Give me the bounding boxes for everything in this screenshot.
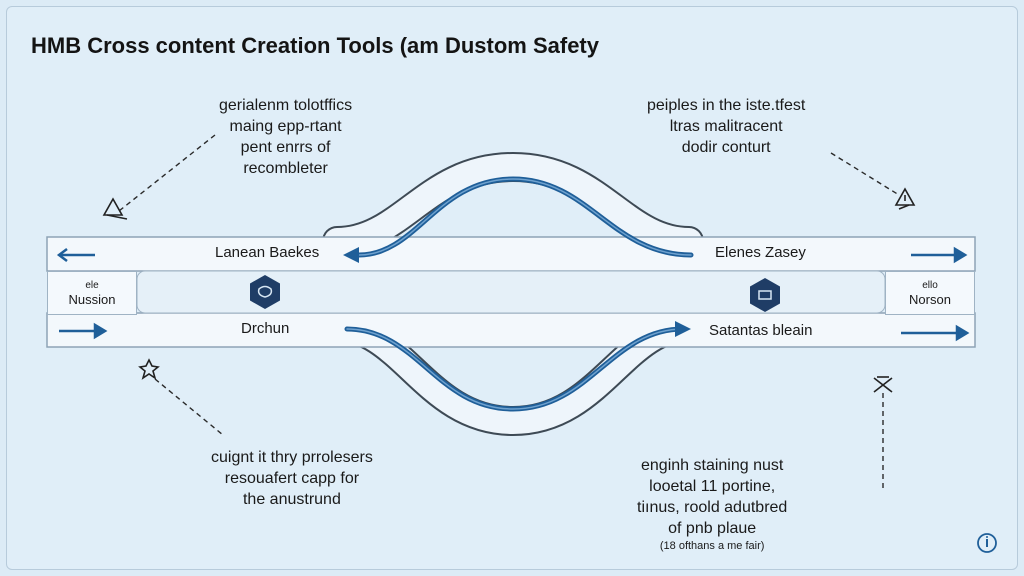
note-line: ltras malitracent: [669, 118, 783, 135]
note-line: tiınus, roold adutbred: [637, 499, 788, 516]
side-box-small-label: ele: [85, 279, 99, 291]
arrowhead-bottom-right: [675, 321, 691, 337]
note-line: maing epp-rtant: [229, 118, 342, 135]
lane-arrow-bottom-left: [59, 322, 108, 340]
note-top-right: peiples in the iste.tfest ltras malitrac…: [647, 95, 805, 158]
note-line: gerialenm tolotffics: [219, 97, 353, 114]
lane-bottom: [46, 312, 976, 348]
lane-arrow-top-left: [56, 248, 95, 262]
note-line: cuignt it thry prrolesers: [211, 449, 373, 466]
side-box-left: ele Nussion: [47, 271, 137, 315]
leader-line-bottom-left: [154, 378, 224, 436]
lane-arrow-top-right: [911, 246, 968, 264]
leader-line-top-right: [830, 152, 900, 196]
compass-marker-icon: [873, 376, 893, 393]
side-box-label: Nussion: [68, 291, 116, 307]
star-badge-icon: [138, 358, 160, 380]
note-line: enginh staining nust: [641, 457, 784, 474]
side-box-small-label: ello: [922, 279, 938, 291]
side-box-label: Norson: [909, 291, 951, 307]
lane-label-top-left: Lanean Baekes: [215, 244, 320, 261]
lane-label-bottom-left: Drchun: [241, 320, 290, 337]
flow-diagram: [46, 134, 997, 553]
warning-sign-icon: [894, 187, 916, 210]
warning-sign-icon: [102, 197, 128, 220]
lane-label-top-right: Elenes Zasey: [715, 244, 806, 261]
note-footnote: (18 ofthans a me fair): [659, 540, 765, 552]
info-icon: [977, 533, 997, 553]
note-bottom-left: cuignt it thry prrolesers resouafert cap…: [211, 447, 373, 510]
arrowhead-top-left: [343, 247, 359, 263]
note-line: dodir conturt: [681, 139, 771, 156]
note-line: of pnb plaue: [668, 520, 757, 537]
note-line: the anustrund: [242, 491, 341, 508]
hexagon-node-icon: [250, 275, 280, 309]
note-line: resouafert capp for: [224, 470, 360, 487]
note-line: peiples in the iste.tfest: [647, 97, 806, 114]
note-bottom-right: enginh staining nust looetal 11 portine,…: [637, 455, 787, 553]
side-box-right: ello Norson: [885, 271, 975, 315]
page-title: HMB Cross content Creation Tools (am Dus…: [31, 33, 599, 58]
note-top-left: gerialenm tolotffics maing epp-rtant pen…: [219, 95, 352, 179]
diagram-canvas: HMB Cross content Creation Tools (am Dus…: [6, 6, 1018, 570]
leader-line-top-left: [118, 134, 216, 212]
lane-arrow-bottom-right: [901, 324, 970, 342]
lane-label-bottom-right: Satantas bleain: [709, 322, 813, 339]
note-line: recombleter: [243, 160, 328, 177]
hexagon-node-icon: [750, 278, 780, 312]
note-line: pent enrrs of: [240, 139, 331, 156]
note-line: looetal 11 portine,: [649, 478, 776, 495]
lane-top: [46, 236, 976, 272]
